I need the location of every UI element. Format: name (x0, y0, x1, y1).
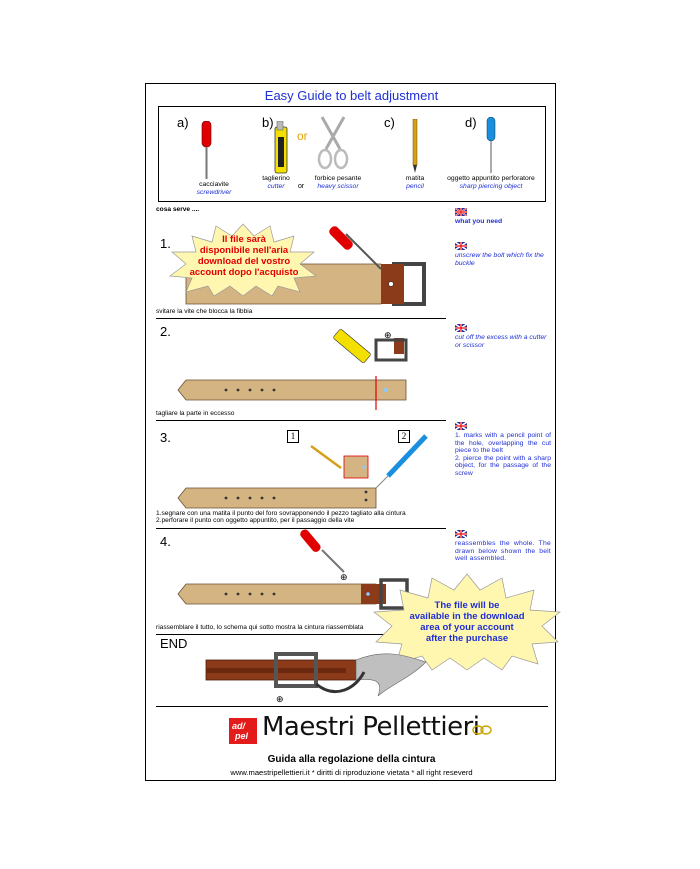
starburst-shape-en (373, 573, 561, 671)
need-label-it: cosa serve .... (156, 206, 200, 213)
step-1-it: svitare la vite che blocca la fibbia (156, 308, 253, 315)
end-label: END (160, 636, 188, 651)
svg-text:⊕: ⊕ (340, 573, 348, 583)
starburst-shape (169, 223, 317, 296)
step-4-en: reassembles the whole. The drawn below s… (455, 530, 551, 563)
uk-flag-icon (455, 208, 467, 216)
uk-flag-icon (455, 422, 467, 430)
screwdriver-icon (201, 121, 212, 179)
assembled-belt-illustration: ⊕ (205, 652, 427, 705)
tool-a-letter: a) (177, 115, 189, 130)
tool-d-letter: d) (465, 115, 477, 130)
divider (156, 634, 446, 635)
divider (156, 706, 548, 707)
guide-page: Easy Guide to belt adjustment a) cacciav… (145, 83, 561, 781)
brand-footer: www.maestripellettieri.it * diritti di r… (230, 768, 473, 777)
step-3-tag-1: 1 (287, 430, 299, 443)
uk-flag-icon (455, 324, 467, 332)
step-4-illustration: ⊕ (177, 529, 409, 610)
step-3-illustration (177, 434, 428, 509)
brand-emblem-icon (472, 725, 492, 735)
awl-icon (486, 117, 496, 173)
need-label-en: what you need (455, 208, 551, 226)
brand-name: Maestri Pellettieri (262, 712, 480, 742)
or-label-large: or (297, 129, 308, 143)
step-2-en: cut off the excess with a cutter or scis… (455, 324, 551, 349)
uk-flag-icon (455, 242, 467, 250)
pencil-icon (412, 119, 418, 173)
step-2-it: tagliare la parte in eccesso (156, 410, 235, 417)
step-3-tag-2: 2 (398, 430, 410, 443)
step-2-illustration: ⊕ (177, 329, 408, 410)
svg-text:⊕: ⊕ (384, 331, 392, 341)
step-1-number: 1. (160, 236, 171, 251)
step-3-it: 1.segnare con una matita il punto del fo… (156, 510, 406, 525)
divider (156, 318, 446, 319)
step-4-number: 4. (160, 534, 171, 549)
or-label-small: or (298, 183, 305, 190)
scissors-icon (317, 116, 349, 170)
step-3-number: 3. (160, 430, 171, 445)
divider (156, 420, 446, 421)
brand-subtitle: Guida alla regolazione della cintura (267, 754, 436, 765)
step-3-en: 1. marks with a pencil point of the hole… (455, 422, 551, 478)
page-title: Easy Guide to belt adjustment (264, 88, 439, 103)
step-1-en: unscrew the bolt which fix the buckle (455, 242, 551, 267)
brand-logo: ad/ pel (229, 718, 257, 744)
svg-text:⊕: ⊕ (276, 695, 284, 705)
step-4-it: riassemblare il tutto, lo schema qui sot… (156, 624, 364, 631)
uk-flag-icon (455, 530, 467, 538)
divider (156, 528, 446, 529)
tool-c-letter: c) (384, 115, 395, 130)
step-2-number: 2. (160, 324, 171, 339)
tool-b-letter: b) (262, 115, 274, 130)
cutter-icon (274, 121, 288, 174)
